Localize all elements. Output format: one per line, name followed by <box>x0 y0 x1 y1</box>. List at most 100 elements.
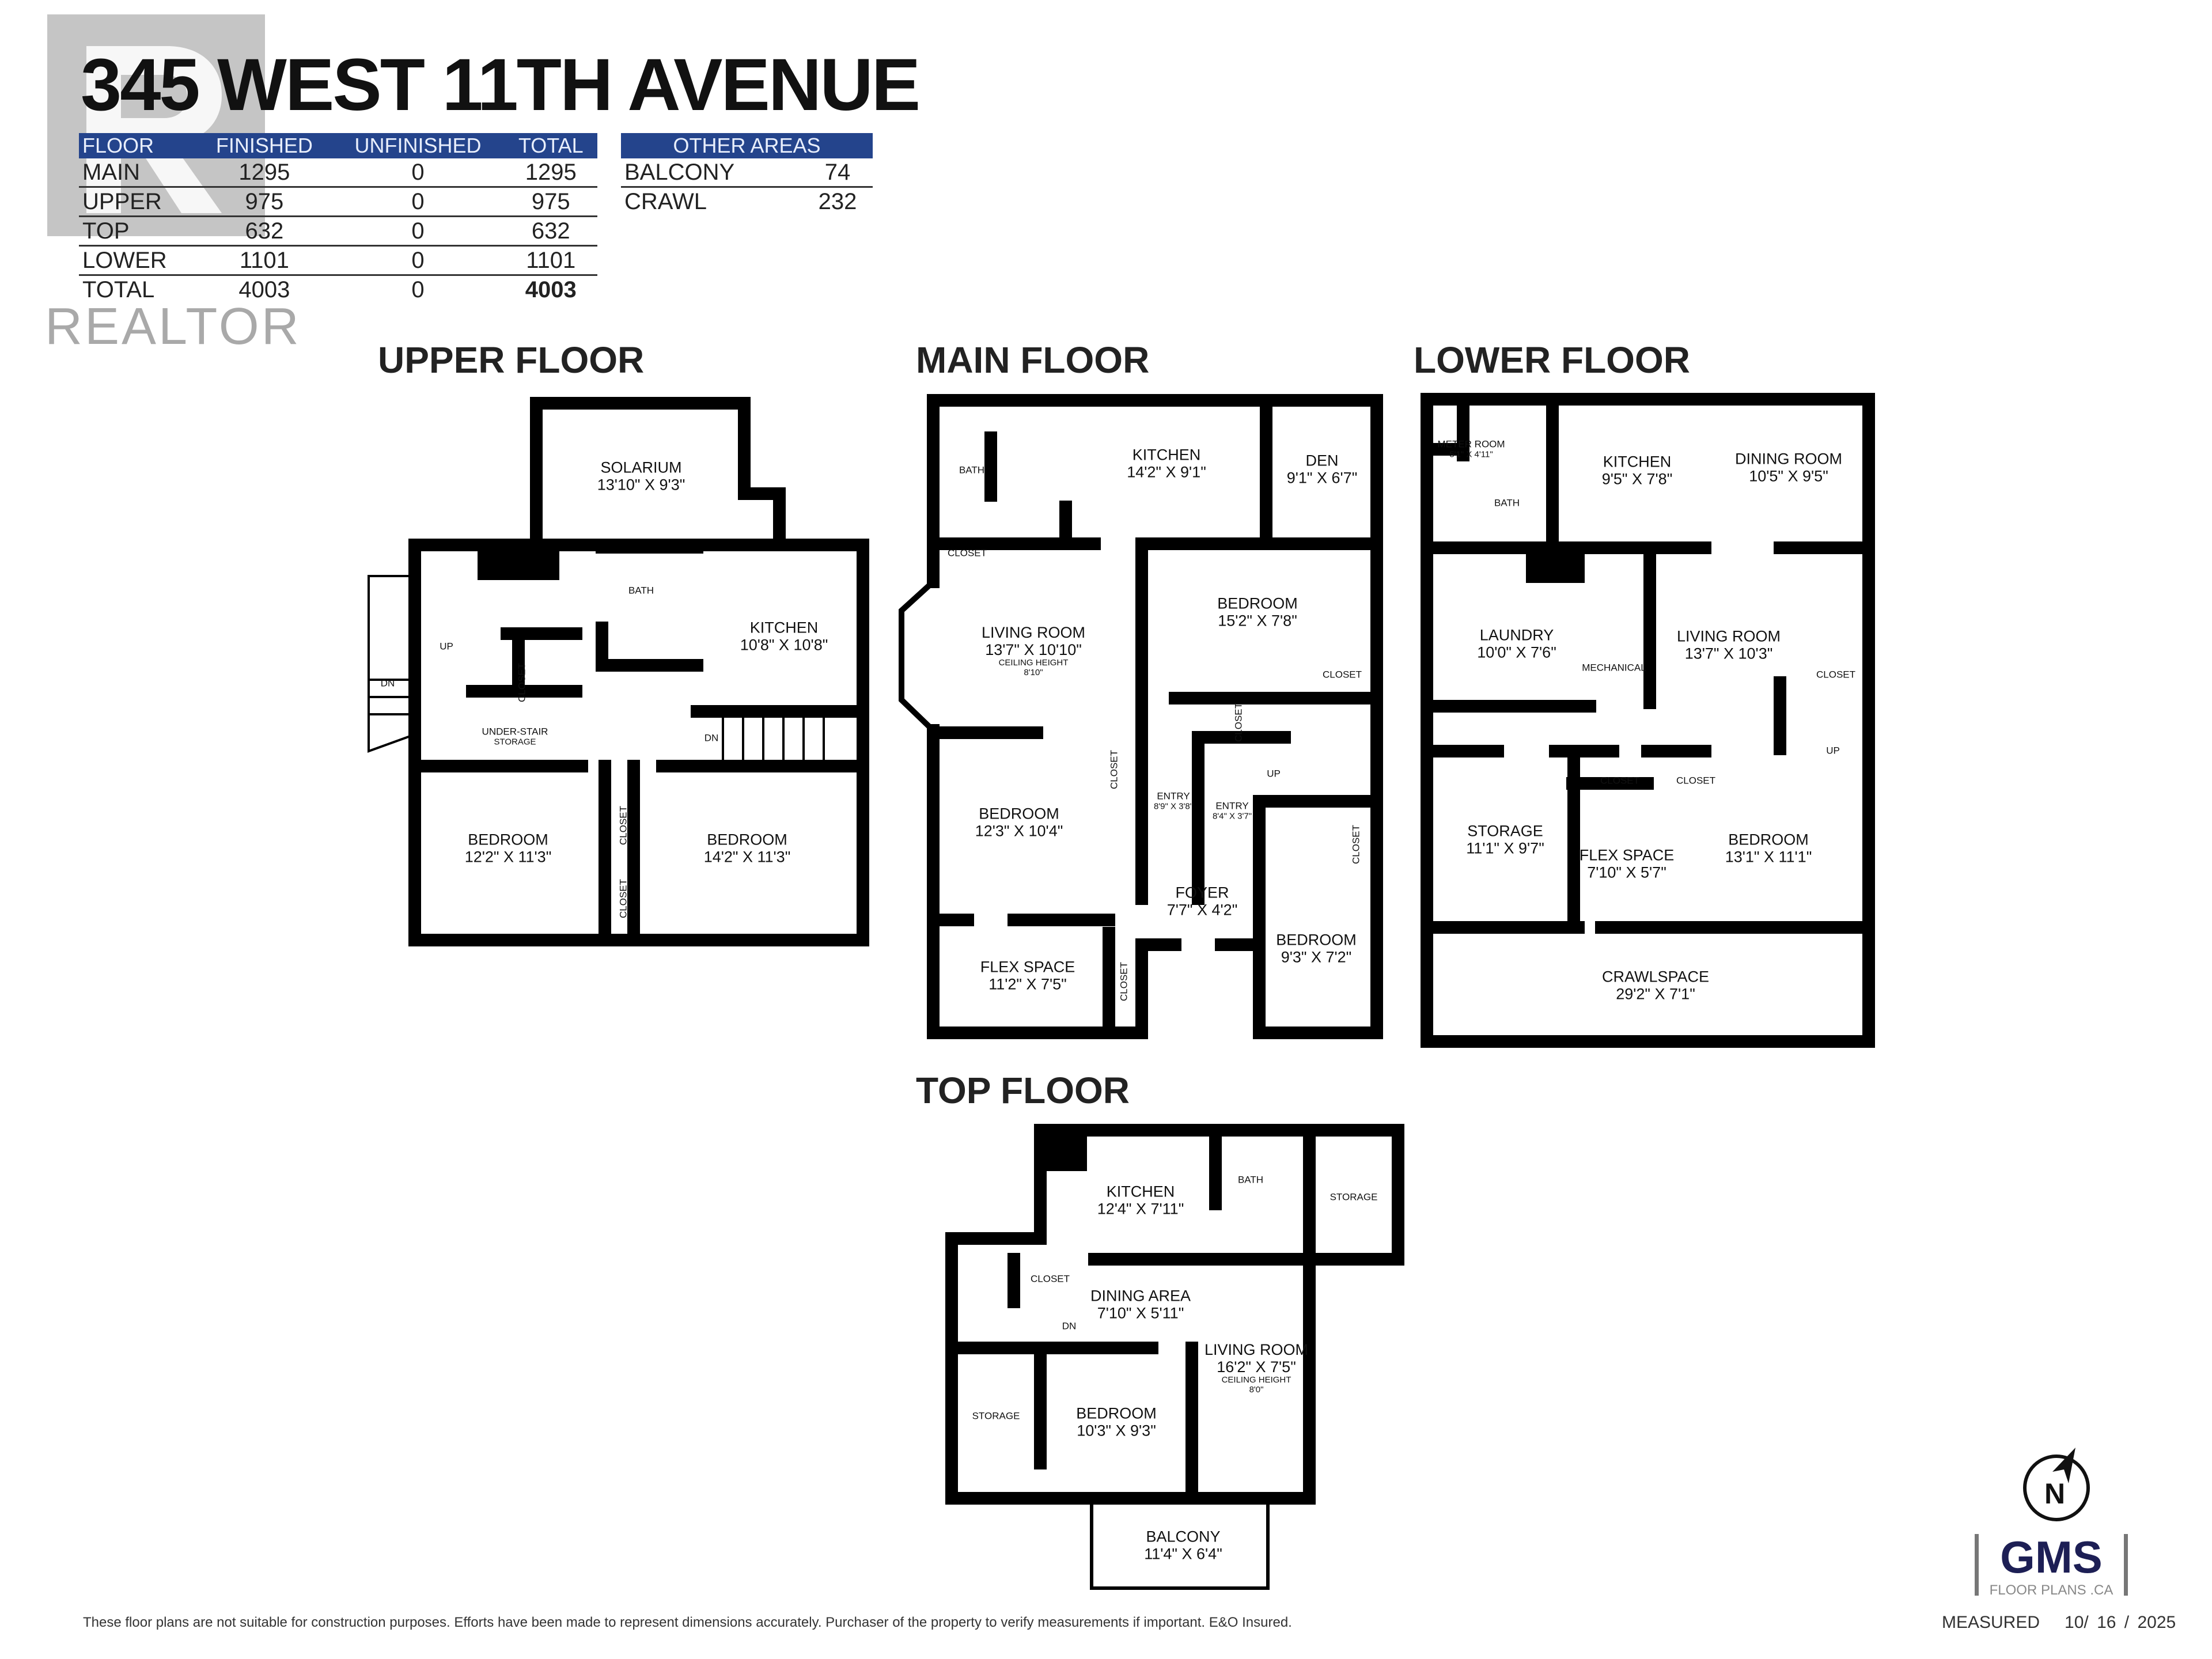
room-name: UP <box>440 641 453 652</box>
room-name: CLOSET <box>1676 775 1716 786</box>
room-name: DINING AREA <box>1090 1287 1191 1305</box>
table-cell: 0 <box>331 158 505 188</box>
ceiling-height-value: 8'10" <box>1024 667 1043 677</box>
room-dimensions: 10'3" X 9'3" <box>1077 1422 1156 1439</box>
measured-date-value: 10/ 16 / 2025 <box>2065 1613 2176 1632</box>
room-name: CLOSET <box>947 547 987 559</box>
room-name: FLEX SPACE <box>980 958 1075 976</box>
room-label-bath: BATH <box>1494 498 1520 509</box>
room-dimensions: 15'2" X 7'8" <box>1218 612 1297 629</box>
room-label-closet: CLOSET <box>1351 825 1362 864</box>
table-cell: TOP <box>79 216 198 247</box>
room-name: STORAGE <box>1330 1191 1378 1203</box>
room-dimensions: 9'5" X 7'8" <box>1601 470 1673 487</box>
table-cell: 0 <box>331 245 505 276</box>
gms-logo-subtitle: FLOOR PLANS .CA <box>1989 1582 2113 1598</box>
room-dimensions: 14'2" X 11'3" <box>703 848 791 865</box>
room-name: KITCHEN <box>749 619 819 637</box>
room-dimensions: 13'1" X 11'1" <box>1725 848 1812 865</box>
room-name: BATH <box>959 464 985 476</box>
room-name: KITCHEN <box>1603 453 1672 471</box>
main-floor-plan <box>899 394 1383 1039</box>
upper-floor-plan <box>408 397 869 946</box>
table-cell: 1295 <box>197 158 332 188</box>
room-label-closet: CLOSET <box>1109 750 1120 789</box>
room-label-up: UP <box>1267 768 1281 780</box>
room-dimensions: 8'4" X 3'7" <box>1212 811 1252 821</box>
room-name: CLOSET <box>516 662 528 703</box>
lower-floor-heading: LOWER FLOOR <box>1414 339 1690 381</box>
table-header-row: OTHER AREAS <box>621 133 873 158</box>
room-name: MECHANICAL <box>1582 662 1646 673</box>
room-name: ENTRY <box>1157 790 1190 802</box>
ceiling-height-value: 8'0" <box>1249 1384 1264 1395</box>
table-cell: BALCONY <box>621 158 802 188</box>
room-name: STORAGE <box>1467 822 1543 840</box>
room-dimensions: 13'10" X 9'3" <box>597 476 685 493</box>
table-cell: MAIN <box>79 158 198 188</box>
compass-n: N <box>2044 1478 2065 1510</box>
room-label-closet: CLOSET <box>1816 669 1855 681</box>
room-label-bath: BATH <box>628 585 654 597</box>
room-name: BEDROOM <box>468 831 548 849</box>
room-name: ENTRY <box>1215 800 1249 812</box>
room-label-closet: CLOSET <box>1031 1274 1070 1285</box>
table-cell: 0 <box>331 187 505 217</box>
room-label-mechanical: MECHANICAL <box>1582 662 1646 674</box>
table-cell: 4003 <box>525 276 577 302</box>
room-label-storage: STORAGE <box>972 1411 1020 1422</box>
room-name: UP <box>1826 745 1840 756</box>
column-header: FLOOR <box>79 133 198 158</box>
room-dimensions: 29'2" X 7'1" <box>1616 985 1695 1002</box>
room-label-closet: CLOSET <box>1119 962 1130 1001</box>
room-name: CLOSET <box>1030 1273 1070 1285</box>
measured-date: MEASURED 10/ 16 / 2025 <box>1942 1613 2176 1633</box>
room-name: CLOSET <box>1322 669 1362 680</box>
main-floor-heading: MAIN FLOOR <box>916 339 1150 381</box>
room-name: CLOSET <box>1350 824 1362 865</box>
room-name: BATH <box>628 585 654 596</box>
room-dimensions: 11'4" X 6'4" <box>1144 1545 1222 1562</box>
room-name: UNDER-STAIR <box>482 726 548 737</box>
table-cell: 0 <box>411 276 425 302</box>
disclaimer: These floor plans are not suitable for c… <box>83 1615 1292 1630</box>
room-dimensions: 7'7" X 4'2" <box>1166 901 1238 918</box>
room-name: DN <box>704 732 719 744</box>
room-dimensions: 7'10" X 5'7" <box>1587 863 1666 881</box>
table-cell: 632 <box>197 216 332 247</box>
measured-label: MEASURED <box>1942 1613 2040 1632</box>
table-cell: UPPER <box>79 187 198 217</box>
column-header: TOTAL <box>504 133 597 158</box>
gms-logo-letters: GMS <box>2000 1532 2103 1582</box>
room-dimensions: 12'4" X 7'11" <box>1097 1200 1184 1217</box>
room-dimensions: 11'1" X 9'7" <box>1466 839 1544 857</box>
ceiling-height-label: CEILING HEIGHT <box>998 658 1069 668</box>
room-name: BEDROOM <box>1076 1404 1157 1422</box>
table-cell: 232 <box>818 188 857 214</box>
room-name: BEDROOM <box>1217 594 1298 612</box>
column-header: OTHER AREAS <box>621 133 873 158</box>
table-cell: LOWER <box>79 245 198 276</box>
